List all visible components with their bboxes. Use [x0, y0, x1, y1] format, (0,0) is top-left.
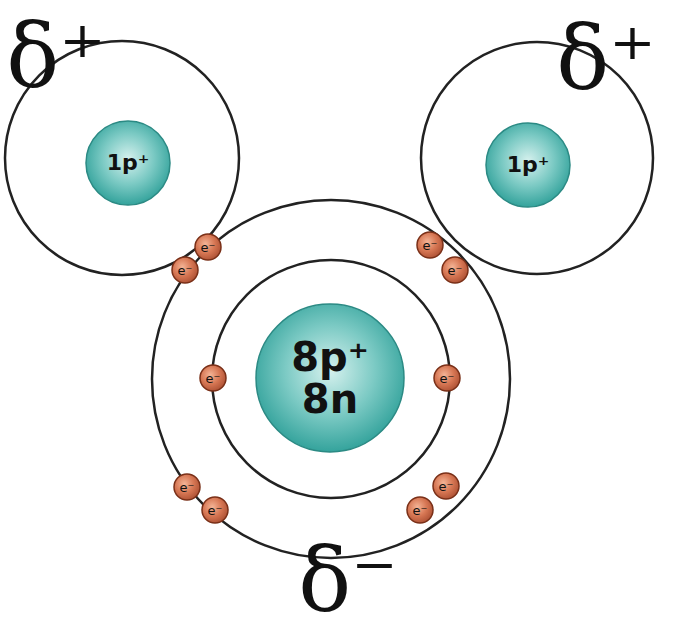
electron-label: e⁻ — [201, 241, 216, 254]
electron-label: e⁻ — [208, 504, 223, 517]
electron: e⁻ — [201, 496, 229, 524]
electron-label: e⁻ — [439, 480, 454, 493]
electron: e⁻ — [441, 256, 469, 284]
electron: e⁻ — [199, 364, 227, 392]
electron-circle — [417, 232, 443, 258]
electron-label: e⁻ — [180, 481, 195, 494]
electron-circle — [442, 257, 468, 283]
partial-charge: δ⁺ — [6, 16, 105, 95]
electron-circle — [434, 365, 460, 391]
electron: e⁻ — [432, 472, 460, 500]
partial-charge: δ⁺ — [556, 18, 655, 97]
electron-circle — [202, 497, 228, 523]
electron: e⁻ — [406, 496, 434, 524]
hydrogen-nucleus-label: 1p⁺ — [507, 153, 550, 177]
electron-label: e⁻ — [440, 372, 455, 385]
oxygen-inner-shell — [212, 260, 450, 498]
electron: e⁻ — [173, 473, 201, 501]
hydrogen-nucleus-circle — [86, 121, 170, 205]
electron-circle — [174, 474, 200, 500]
electron: e⁻ — [194, 233, 222, 261]
partial-charge: δ⁻ — [298, 540, 397, 619]
electron: e⁻ — [171, 256, 199, 284]
oxygen-nucleus-circle — [256, 304, 404, 452]
oxygen-outer-shell — [152, 200, 510, 558]
electron-label: e⁻ — [448, 264, 463, 277]
hydrogen-nucleus: 1p⁺ — [485, 122, 571, 208]
electron: e⁻ — [416, 231, 444, 259]
oxygen-nucleus-label: 8p⁺ 8n — [291, 336, 369, 420]
electron-label: e⁻ — [413, 504, 428, 517]
electron-circle — [195, 234, 221, 260]
electron-circle — [200, 365, 226, 391]
hydrogen-nucleus: 1p⁺ — [85, 120, 171, 206]
electron-label: e⁻ — [178, 264, 193, 277]
electron-circle — [172, 257, 198, 283]
hydrogen-nucleus-label: 1p⁺ — [107, 151, 150, 175]
electron: e⁻ — [433, 364, 461, 392]
electron-circle — [407, 497, 433, 523]
electron-label: e⁻ — [423, 239, 438, 252]
hydrogen-nucleus-circle — [486, 123, 570, 207]
oxygen-nucleus: 8p⁺ 8n — [255, 303, 405, 453]
electron-circle — [433, 473, 459, 499]
electron-label: e⁻ — [206, 372, 221, 385]
